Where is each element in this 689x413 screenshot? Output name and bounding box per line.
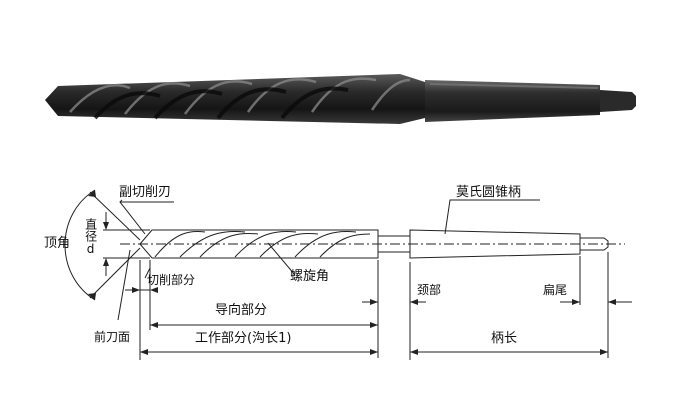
flute-grooves <box>93 86 349 120</box>
drill-tang <box>600 90 636 112</box>
drill-taper-shank <box>425 80 600 122</box>
label-morse-taper-shank: 莫氏圆锥柄 <box>456 185 522 200</box>
point-angle-arc <box>64 189 96 301</box>
label-secondary-cutting-edge: 副切削刃 <box>119 185 172 200</box>
label-helix-angle: 螺旋角 <box>290 269 330 284</box>
label-tang: 扁尾 <box>543 283 568 297</box>
label-diameter-d: 直径d <box>83 218 98 256</box>
label-point-angle: 顶角 <box>44 236 71 251</box>
label-cutting-part: 切削部分 <box>147 273 196 287</box>
label-shank-length: 柄长 <box>491 331 518 346</box>
drill-outline-taper <box>409 229 581 259</box>
label-guide-part: 导向部分 <box>215 303 268 318</box>
label-rake-face: 前刀面 <box>94 330 131 344</box>
label-neck: 颈部 <box>417 283 442 297</box>
drill-outline-tang <box>580 237 609 251</box>
flute-spirals <box>69 77 411 115</box>
label-working-part: 工作部分(沟长1) <box>195 331 292 346</box>
